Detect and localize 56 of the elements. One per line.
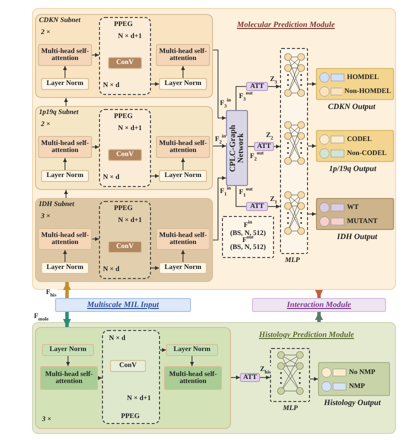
arrow [315, 290, 323, 298]
ppeg-box [99, 109, 151, 187]
subnet-panel [35, 198, 213, 282]
arrow [315, 312, 323, 322]
arrow [268, 84, 280, 88]
arrow [212, 176, 226, 240]
arrow [230, 376, 240, 380]
arrow [274, 144, 280, 148]
arrow [181, 250, 185, 262]
subnet-panel [35, 327, 231, 429]
output-title: 1p/19q Output [329, 165, 376, 173]
arrow [150, 82, 160, 86]
arrow [308, 144, 316, 148]
connector-line [236, 86, 246, 110]
arrow [181, 158, 185, 170]
arrow [160, 348, 166, 352]
connector-line [236, 186, 246, 207]
arrow [63, 158, 67, 170]
arrow [150, 266, 160, 270]
arrow [150, 174, 160, 178]
arrow [268, 204, 280, 208]
arrow [92, 145, 100, 149]
module-title: Molecular Prediction Module [237, 21, 335, 29]
graph-network-box: CPLC-Graph Network [226, 110, 248, 186]
module-panel [32, 8, 396, 290]
arrow [212, 144, 226, 148]
arrow [63, 250, 67, 262]
module-banner: Interaction Module [252, 298, 386, 312]
arrow [63, 282, 71, 298]
input-banner: Multiscale MIL Input [55, 298, 191, 312]
arrow [260, 376, 270, 380]
arrow [92, 53, 100, 57]
connector-line [248, 146, 254, 147]
module-panel [32, 322, 396, 434]
output-title: Histology Output [324, 399, 381, 407]
arrow [64, 98, 68, 106]
ppeg-box [102, 330, 160, 424]
arrow [308, 82, 316, 86]
arrow [181, 66, 185, 78]
arrow [308, 212, 316, 216]
module-title: Histology Prediction Module [259, 331, 354, 339]
subnet-panel [35, 106, 213, 190]
arrow [190, 356, 194, 366]
ppeg-box [99, 201, 151, 279]
arrow [63, 66, 67, 78]
arrow [310, 377, 318, 381]
arrow [64, 190, 68, 198]
arrow [212, 50, 226, 120]
arrow [98, 376, 102, 380]
arrow [92, 237, 100, 241]
subnet-panel [35, 14, 213, 98]
arrow [63, 312, 71, 327]
ppeg-box [99, 17, 151, 95]
output-title: CDKN Output [328, 103, 376, 111]
arrow [66, 356, 70, 366]
output-title: IDH Output [337, 233, 378, 241]
